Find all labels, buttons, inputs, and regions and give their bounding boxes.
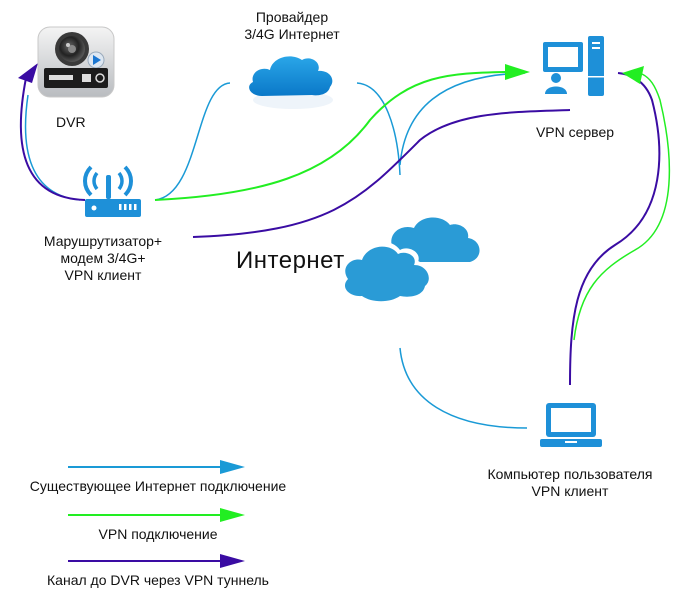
router-label: Марушрутизатор+ модем 3/4G+ VPN клиент bbox=[28, 233, 178, 284]
legend-arrow-internet bbox=[220, 460, 245, 474]
tunnel-link-router-dvr bbox=[19, 77, 86, 201]
provider-label-line2: 3/4G Интернет bbox=[244, 26, 340, 42]
legend-label-vpn: VPN подключение bbox=[98, 526, 218, 542]
legend-label-internet: Существующее Интернет подключение bbox=[29, 478, 287, 494]
laptop-icon bbox=[540, 403, 602, 447]
vpn-arrowhead-server-right bbox=[622, 66, 644, 84]
server-computer-icon bbox=[543, 36, 604, 96]
router-label-line2: модем 3/4G+ bbox=[60, 250, 146, 266]
router-label-line3: VPN клиент bbox=[64, 267, 142, 283]
legend-label-tunnel: Канал до DVR через VPN туннель bbox=[47, 572, 269, 588]
legend-arrow-vpn bbox=[220, 508, 245, 522]
vpn-server-label: VPN сервер bbox=[535, 124, 615, 140]
dvr-icon bbox=[37, 26, 115, 98]
router-label-line1: Марушрутизатор+ bbox=[43, 233, 163, 249]
internet-label: Интернет bbox=[236, 247, 345, 274]
internet-link-router-dvr bbox=[24, 94, 81, 201]
dvr-label: DVR bbox=[56, 114, 86, 130]
internet-link-router-provider bbox=[154, 82, 231, 201]
legend-arrow-tunnel bbox=[220, 554, 245, 568]
legend bbox=[68, 460, 245, 568]
tunnel-arrowhead-dvr bbox=[18, 63, 38, 83]
internet-clouds-icon bbox=[341, 217, 480, 304]
user-pc-label: Компьютер пользователя VPN клиент bbox=[470, 466, 670, 500]
tunnel-link-router-server bbox=[192, 109, 571, 238]
user-pc-label-line1: Компьютер пользователя bbox=[487, 466, 653, 482]
provider-label: Провайдер 3/4G Интернет bbox=[222, 9, 362, 43]
vpn-link-router-server bbox=[154, 71, 506, 201]
internet-link-internet-laptop bbox=[399, 347, 528, 429]
provider-cloud-icon bbox=[249, 56, 333, 109]
provider-label-line1: Провайдер bbox=[255, 9, 329, 25]
vpn-arrowhead-server bbox=[505, 64, 530, 80]
tunnel-link-laptop-server bbox=[569, 72, 661, 386]
internet-link-junction-server bbox=[399, 72, 526, 166]
user-pc-label-line2: VPN клиент bbox=[531, 483, 609, 499]
vpn-link-laptop-server bbox=[573, 73, 671, 341]
wifi-router-icon bbox=[83, 165, 141, 217]
